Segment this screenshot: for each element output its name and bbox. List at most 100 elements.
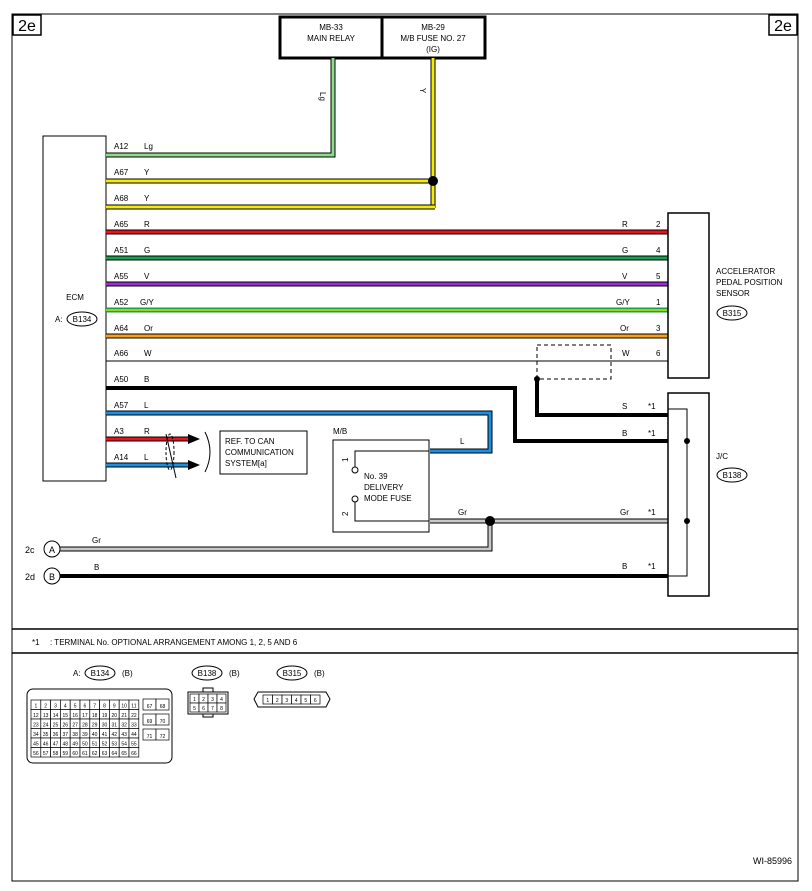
twisted-pair-mark	[165, 433, 175, 471]
b134-pin-33: 33	[131, 723, 137, 729]
legend-b134-prefix: A:	[73, 669, 81, 678]
jc-connector-badge[interactable]	[716, 467, 748, 483]
ecm-connector-prefix: A:	[55, 315, 63, 324]
ecm-connector-badge[interactable]	[66, 311, 98, 327]
fuse-sub: (IG)	[426, 45, 440, 54]
jc-mark-2: *1	[648, 429, 656, 438]
b134-pin-63: 63	[102, 751, 108, 757]
fuse-name: M/B FUSE NO. 27	[400, 34, 466, 43]
fuse-terminal-1	[351, 466, 359, 474]
b134-pin-14: 14	[53, 713, 59, 719]
ecm-box[interactable]	[42, 135, 107, 482]
jc-box[interactable]	[667, 392, 710, 597]
page-ref-box-right	[768, 14, 798, 36]
ecm-connector-code: B134	[73, 315, 92, 324]
legend-b315-badge[interactable]	[276, 665, 308, 681]
b134-pin-66-cell	[128, 747, 140, 758]
b134-pin-71: 71	[147, 734, 153, 740]
b134-pin-70: 70	[160, 719, 166, 725]
jc-mark-4: *1	[648, 562, 656, 571]
b134-pin-2: 2	[44, 704, 47, 710]
junction-dot-gr	[485, 516, 495, 526]
ref-wire-b-label: B	[94, 563, 99, 572]
ecm-pin-a57-color: L	[144, 401, 149, 410]
sensor-wire-w: W	[622, 349, 630, 358]
b134-pin-10: 10	[121, 704, 127, 710]
ecm-pin-a50-color: B	[144, 375, 149, 384]
b134-pin-23: 23	[33, 723, 39, 729]
sensor-box[interactable]	[667, 212, 710, 379]
legend-b138-latch	[202, 687, 214, 693]
b138-pin-6: 6	[202, 706, 205, 712]
ref-circle-a[interactable]	[43, 540, 61, 558]
sensor-pin-labels: R 2 G 4 V 5 G/Y 1 Or 3 W 6	[616, 220, 661, 358]
page-frame	[11, 13, 799, 882]
ecm-pin-a66: A66	[114, 349, 129, 358]
b134-pin-30: 30	[102, 723, 108, 729]
legend-b134-badge[interactable]	[84, 665, 116, 681]
can-ref-line-1: REF. TO CAN	[225, 437, 275, 446]
wire-lg[interactable]	[106, 58, 335, 157]
wire-lg-outline	[106, 58, 336, 158]
b134-pin-61: 61	[82, 751, 88, 757]
b134-pin-1: 1	[35, 704, 38, 710]
mb-wire-in-label: L	[460, 437, 465, 446]
ecm-pin-labels: A12 Lg A67 Y A68 Y A65 R A51 G A55 V A52…	[114, 142, 154, 462]
b315-pin-5: 5	[304, 698, 307, 704]
jc-wire-b2: B	[622, 562, 627, 571]
ref-page-2c[interactable]: 2c	[25, 545, 35, 555]
page-ref-left[interactable]: 2e	[18, 18, 36, 35]
b134-pin-45: 45	[33, 742, 39, 748]
ref-circle-b[interactable]	[43, 567, 61, 585]
b134-pin-70-cell	[155, 713, 170, 726]
b134-pin-43: 43	[121, 732, 127, 738]
b134-pin-6: 6	[84, 704, 87, 710]
wire-shield[interactable]	[535, 379, 668, 417]
b138-pin-2: 2	[202, 697, 205, 703]
jc-mark-3: *1	[648, 508, 656, 517]
b134-pin-53: 53	[112, 742, 118, 748]
sensor-pin-3: 3	[656, 324, 661, 333]
sensor-connector-badge[interactable]	[716, 305, 748, 321]
b315-pin-3: 3	[285, 698, 288, 704]
b134-pin-24: 24	[43, 723, 49, 729]
ecm-pin-a3-color: R	[144, 427, 150, 436]
b134-pin-11: 11	[131, 704, 136, 710]
b134-pin-48: 48	[63, 742, 69, 748]
wire-a50[interactable]	[106, 386, 668, 443]
ecm-pin-a68: A68	[114, 194, 129, 203]
ref-letter-a: A	[49, 545, 55, 555]
b134-pin-65: 65	[121, 751, 127, 757]
mb-fuse-line-1: No. 39	[364, 472, 388, 481]
b134-pin-69: 69	[147, 719, 153, 725]
page-ref-right[interactable]: 2e	[774, 18, 792, 35]
legend-b138-badge[interactable]	[191, 665, 223, 681]
legend-b134-code: B134	[91, 669, 110, 678]
b138-pin-8-cell	[216, 702, 227, 713]
jc-pin-labels: S *1 B *1 Gr *1 B *1	[620, 402, 656, 571]
arrow-a14	[188, 460, 200, 470]
ecm-pin-a52-color: G/Y	[140, 298, 154, 307]
legend-b315-suffix: (B)	[314, 669, 325, 678]
wire-a57[interactable]	[106, 411, 492, 453]
ecm-pin-a67: A67	[114, 168, 129, 177]
can-ref-box[interactable]	[219, 430, 308, 475]
b138-pin-8: 8	[220, 706, 223, 712]
jc-wire-gr: Gr	[620, 508, 629, 517]
b134-pin-64: 64	[112, 751, 118, 757]
ecm-pin-a65: A65	[114, 220, 129, 229]
mb-box[interactable]	[332, 439, 430, 533]
b134-pin-32: 32	[121, 723, 127, 729]
sensor-pin-6: 6	[656, 349, 661, 358]
wire-gr-ref[interactable]	[60, 521, 492, 551]
b134-pin-42: 42	[112, 732, 118, 738]
shield-box	[536, 344, 612, 380]
ecm-pin-a68-color: Y	[144, 194, 150, 203]
ref-page-2d[interactable]: 2d	[25, 572, 35, 582]
mb-inner-wire-top	[354, 450, 429, 468]
b315-pin-4: 4	[295, 698, 298, 704]
sensor-name-line-1: ACCELERATOR	[716, 267, 775, 276]
sensor-wire-g: G	[622, 246, 628, 255]
b134-pin-9: 9	[113, 704, 116, 710]
